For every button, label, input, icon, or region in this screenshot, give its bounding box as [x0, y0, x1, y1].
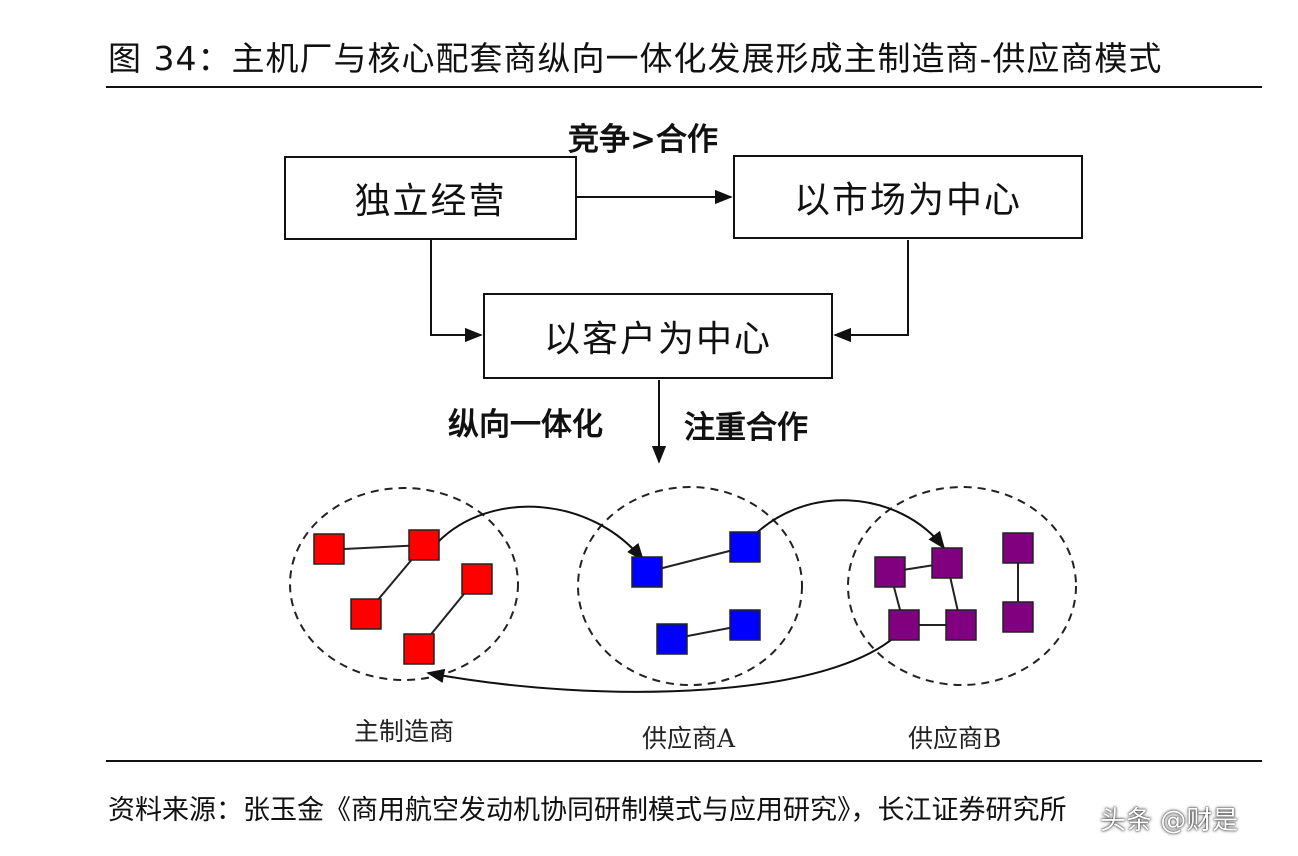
title-rule — [106, 86, 1262, 88]
label-supplier-b: 供应商B — [908, 724, 1002, 753]
supplier-a-node — [656, 623, 688, 655]
figure-title: 图 34：主机厂与核心配套商纵向一体化发展形成主制造商-供应商模式 — [108, 39, 1163, 78]
label-vertical-integration: 纵向一体化 — [448, 407, 603, 443]
supplier-a-node — [729, 531, 761, 563]
curve-manufacturer-to-supplier-a — [437, 505, 645, 562]
source-note: 资料来源：张玉金《商用航空发动机协同研制模式与应用研究》，长江证券研究所 — [108, 795, 1067, 826]
supplier-b-node — [874, 556, 906, 588]
label-competition-over-cooperation: 竞争>合作 — [568, 122, 718, 158]
group-supplier-b-circle — [847, 486, 1077, 686]
supplier-a-node — [631, 556, 663, 588]
supplier-b-node — [931, 547, 963, 579]
curve-supplier-a-to-supplier-b — [744, 499, 946, 550]
label-focus-cooperation: 注重合作 — [684, 410, 808, 446]
manufacturer-node — [350, 598, 382, 630]
box-market-centered: 以市场为中心 — [733, 155, 1083, 239]
box-independent-operation: 独立经营 — [284, 156, 577, 240]
arrow-market-to-customer — [833, 240, 909, 343]
label-supplier-a: 供应商A — [642, 724, 736, 753]
arrow-independent-to-customer — [430, 240, 483, 343]
manufacturer-node — [313, 533, 345, 565]
manufacturer-node — [403, 633, 435, 665]
manufacturer-nodes — [313, 529, 493, 665]
source-rule — [106, 760, 1262, 762]
supplier-b-nodes — [874, 532, 1034, 641]
manufacturer-node — [461, 563, 493, 595]
curve-supplier-b-to-manufacturer — [426, 627, 905, 693]
group-supplier-a-circle — [577, 486, 803, 686]
group-manufacturer-circle — [289, 487, 519, 681]
supplier-b-node — [1002, 532, 1034, 564]
box-customer-centered: 以客户为中心 — [483, 293, 833, 379]
supplier-b-node — [888, 609, 920, 641]
supplier-b-node — [1002, 601, 1034, 633]
supplier-b-node — [945, 609, 977, 641]
label-manufacturer: 主制造商 — [354, 717, 455, 746]
watermark: 头条 @财是 — [1100, 806, 1239, 836]
supplier-a-nodes — [631, 531, 761, 655]
manufacturer-node — [408, 529, 440, 561]
supplier-a-node — [729, 609, 761, 641]
